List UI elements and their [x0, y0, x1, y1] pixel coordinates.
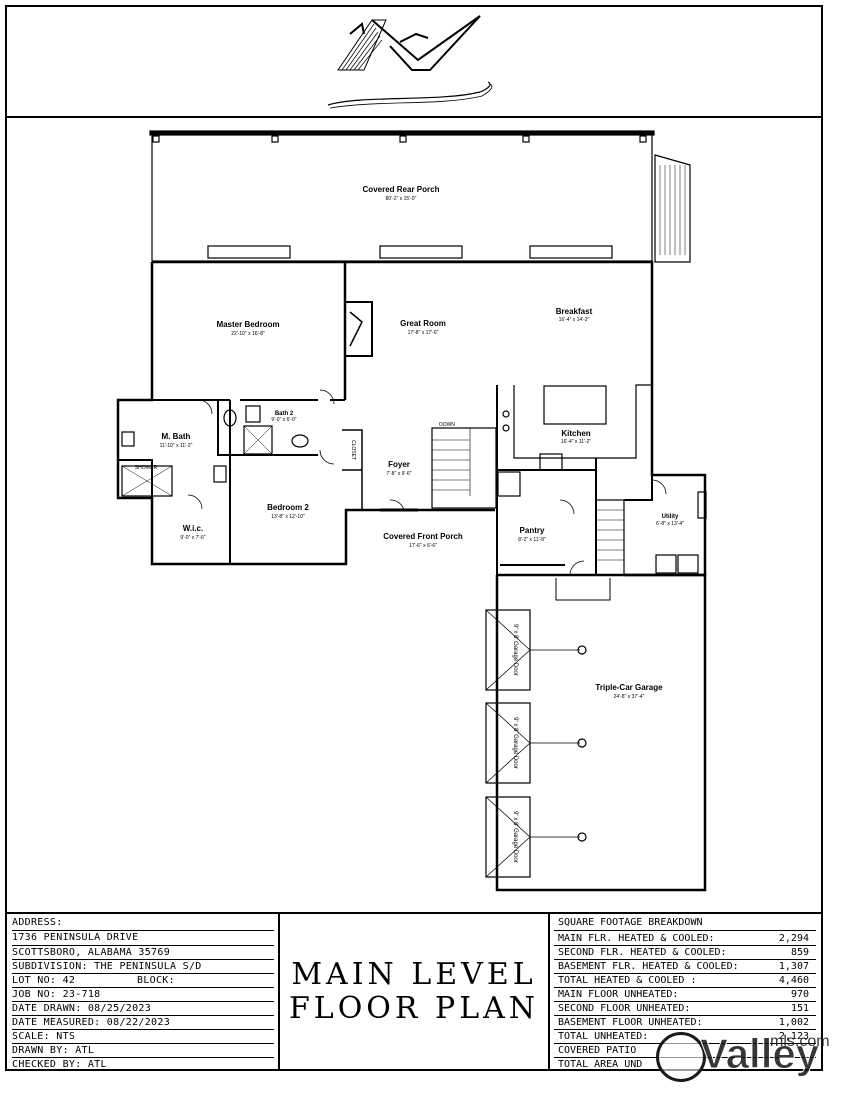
shower-label: SHOWER [135, 465, 158, 471]
lot-number: LOT NO: 42 [12, 975, 76, 986]
sqft-row-label: BASEMENT FLR. HEATED & COOLED: [558, 961, 739, 972]
watermark-brand: Valley [699, 1030, 820, 1077]
svg-text:24'-8" x 37'-4": 24'-8" x 37'-4" [614, 694, 645, 700]
titleblock-sep-1 [278, 912, 280, 1071]
svg-text:11'-10" x 11'-2": 11'-10" x 11'-2" [160, 443, 193, 449]
svg-text:17'-8" x 17'-0": 17'-8" x 17'-0" [408, 330, 439, 336]
breakfast-label: Breakfast [556, 307, 593, 316]
garage-door-3-label: 9' x 8' Garage Door [512, 811, 518, 863]
sqft-row-value: 4,460 [778, 975, 809, 986]
checked-by: CHECKED BY: ATL [12, 1059, 107, 1070]
sqft-row-label: SECOND FLR. HEATED & COOLED: [558, 947, 727, 958]
sheet-border [5, 5, 823, 1071]
drawn-by: DRAWN BY: ATL [12, 1045, 95, 1056]
utility-label: Utility [662, 514, 679, 520]
sqft-row-value: 2,123 [778, 1031, 809, 1042]
sqft-row-value: 1,307 [778, 961, 809, 972]
sqft-row-value: 859 [790, 947, 809, 958]
sqft-row-value: 151 [790, 1003, 809, 1014]
watermark-circle-icon [656, 1032, 706, 1082]
square-footage-table: SQUARE FOOTAGE BREAKDOWN MAIN FLR. HEATE… [554, 915, 818, 1070]
date-measured: DATE MEASURED: 08/22/2023 [12, 1017, 171, 1028]
garage-door-1-label: 9' x 8' Garage Door [512, 624, 518, 676]
address-heading: ADDRESS: [12, 917, 63, 928]
title-line-2: FLOOR PLAN [288, 991, 540, 1026]
watermark-suffix: mls.com [770, 1033, 830, 1050]
svg-text:8'-2" x 11'-8": 8'-2" x 11'-8" [518, 537, 546, 543]
sheet-title: MAIN LEVEL FLOOR PLAN [280, 913, 548, 1071]
floor-plan: Covered Rear Porch 80'-2" x 15'-0" Maste… [116, 130, 707, 892]
sqft-row-label: TOTAL UNHEATED: [558, 1031, 649, 1042]
sqft-row-label: TOTAL AREA UND [558, 1059, 643, 1070]
project-info: ADDRESS: 1736 PENINSULA DRIVE SCOTTSBORO… [12, 915, 276, 1070]
title-line-1: MAIN LEVEL [291, 957, 537, 992]
svg-text:16'-4" x 14'-2": 16'-4" x 14'-2" [559, 317, 590, 323]
svg-text:22'-10" x 16'-8": 22'-10" x 16'-8" [231, 331, 265, 337]
sqft-row-value: 2,294 [778, 933, 809, 944]
address-line-2: SCOTTSBORO, ALABAMA 35769 [12, 947, 171, 958]
scale: SCALE: NTS [12, 1031, 76, 1042]
job-number: JOB NO: 23-718 [12, 989, 101, 1000]
great-room-label: Great Room [400, 319, 446, 328]
rear-porch-label: Covered Rear Porch [363, 185, 440, 194]
date-drawn: DATE DRAWN: 08/25/2023 [12, 1003, 152, 1014]
sqft-row-value: 970 [790, 989, 809, 1000]
svg-text:16'-4" x 11'-2": 16'-4" x 11'-2" [561, 439, 592, 445]
svg-text:13'-8" x 12'-10": 13'-8" x 12'-10" [271, 514, 305, 520]
header-divider [5, 116, 823, 118]
company-logo [327, 15, 493, 109]
sqft-row-label: SECOND FLOOR UNHEATED: [558, 1003, 691, 1014]
sqft-heading: SQUARE FOOTAGE BREAKDOWN [558, 917, 703, 928]
stairs-down-label: DOWN [439, 422, 455, 428]
svg-text:9'-0" x 6'-0": 9'-0" x 6'-0" [271, 417, 296, 423]
subdivision: SUBDIVISION: THE PENINSULA S/D [12, 961, 202, 972]
pantry-label: Pantry [520, 526, 545, 535]
master-bedroom-label: Master Bedroom [216, 320, 279, 329]
garage-door-2-label: 9' x 8' Garage Door [512, 717, 518, 769]
front-porch-label: Covered Front Porch [383, 532, 463, 541]
mbath-label: M. Bath [162, 432, 191, 441]
svg-text:9'-0" x 7'-6": 9'-0" x 7'-6" [180, 535, 205, 541]
kitchen-label: Kitchen [561, 429, 590, 438]
address-line-1: 1736 PENINSULA DRIVE [12, 932, 139, 943]
block: BLOCK: [137, 975, 175, 986]
sqft-row-label: COVERED PATIO [558, 1045, 637, 1056]
garage-label: Triple-Car Garage [595, 683, 663, 692]
svg-text:7'-8" x 9'-6": 7'-8" x 9'-6" [386, 471, 411, 477]
sqft-row-value: 1,002 [778, 1017, 809, 1028]
bath2-label: Bath 2 [275, 411, 294, 417]
titleblock-sep-2 [548, 912, 550, 1071]
foyer-label: Foyer [388, 460, 410, 469]
closet-label: CLOSET [350, 440, 356, 460]
wic-label: W.i.c. [183, 524, 203, 533]
svg-text:6'-8" x 13'-4": 6'-8" x 13'-4" [656, 521, 684, 527]
svg-text:80'-2" x 15'-0": 80'-2" x 15'-0" [386, 196, 417, 202]
titleblock-divider [5, 912, 823, 914]
svg-text:17'-6" x 6'-6": 17'-6" x 6'-6" [409, 543, 437, 549]
sqft-row-label: MAIN FLOOR UNHEATED: [558, 989, 679, 1000]
sqft-row-label: MAIN FLR. HEATED & COOLED: [558, 933, 715, 944]
bedroom2-label: Bedroom 2 [267, 503, 309, 512]
sqft-row-label: BASEMENT FLOOR UNHEATED: [558, 1017, 703, 1028]
sqft-row-label: TOTAL HEATED & COOLED : [558, 975, 697, 986]
